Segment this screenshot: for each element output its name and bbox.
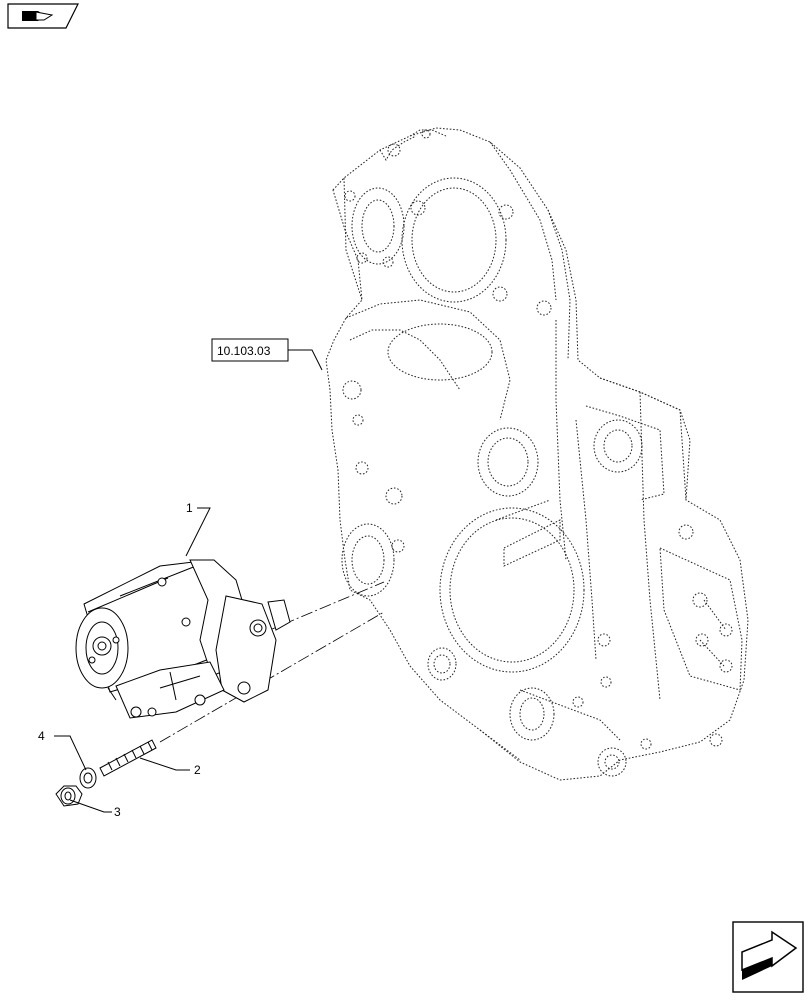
callout-1: 1 <box>186 501 193 515</box>
reference-label: 10.103.03 <box>217 344 271 358</box>
timing-cover-housing <box>325 127 749 781</box>
callout-3: 3 <box>114 805 121 819</box>
starter-motor <box>75 559 291 719</box>
stud-bolt <box>99 739 157 777</box>
callout-2: 2 <box>194 763 201 777</box>
book-arrow-icon[interactable] <box>7 3 79 29</box>
callout-4: 4 <box>38 729 45 743</box>
next-page-arrow-icon[interactable] <box>732 921 804 993</box>
washer <box>79 767 97 789</box>
reference-box[interactable]: 10.103.03 <box>211 338 289 362</box>
leader-lines <box>54 349 323 813</box>
